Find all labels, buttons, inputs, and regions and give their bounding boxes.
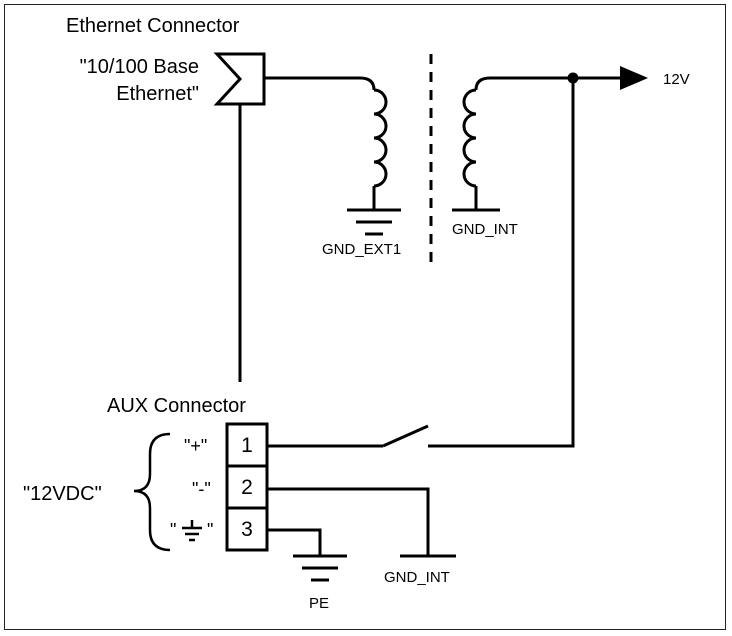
secondary-to-output-wire xyxy=(474,76,573,91)
output-arrow xyxy=(620,66,648,90)
pin3-signal-suffix: " xyxy=(207,520,214,540)
curly-brace xyxy=(133,432,171,552)
pin3-signal-prefix: " xyxy=(170,520,177,540)
ethernet-to-primary-wire xyxy=(264,76,376,91)
pin1-signal-label: "+" xyxy=(184,436,208,456)
pin2-signal-label: "-" xyxy=(192,479,211,499)
supply-label: "12VDC" xyxy=(23,483,102,505)
primary-coil xyxy=(373,88,388,188)
pin3-wire xyxy=(267,528,322,556)
ethernet-label-line2: Ethernet" xyxy=(116,83,199,105)
switch-blade xyxy=(382,424,429,448)
junction-to-switch-wire xyxy=(428,78,575,448)
output-voltage-label: 12V xyxy=(663,71,690,88)
ground-icon xyxy=(182,520,202,542)
ethernet-connector-title: Ethernet Connector xyxy=(66,15,240,37)
gnd-ext1-symbol xyxy=(347,208,401,236)
pe-ground-symbol xyxy=(293,554,347,582)
gnd-int-top-label: GND_INT xyxy=(452,221,518,238)
diagram-frame xyxy=(4,4,726,630)
pin1-number: 1 xyxy=(241,434,253,457)
ethernet-label-line1: "10/100 Base xyxy=(79,56,199,78)
gnd-int-bottom-label: GND_INT xyxy=(384,569,450,586)
ethernet-connector-symbol xyxy=(213,52,266,106)
gnd-ext1-label: GND_EXT1 xyxy=(322,241,402,258)
pin2-wire xyxy=(267,487,430,556)
pin3-number: 3 xyxy=(241,518,253,541)
aux-connector-block xyxy=(225,422,269,552)
pe-label: PE xyxy=(309,595,330,612)
aux-connector-title: AUX Connector xyxy=(107,395,246,417)
secondary-coil xyxy=(462,88,477,188)
pin2-number: 2 xyxy=(241,476,253,499)
